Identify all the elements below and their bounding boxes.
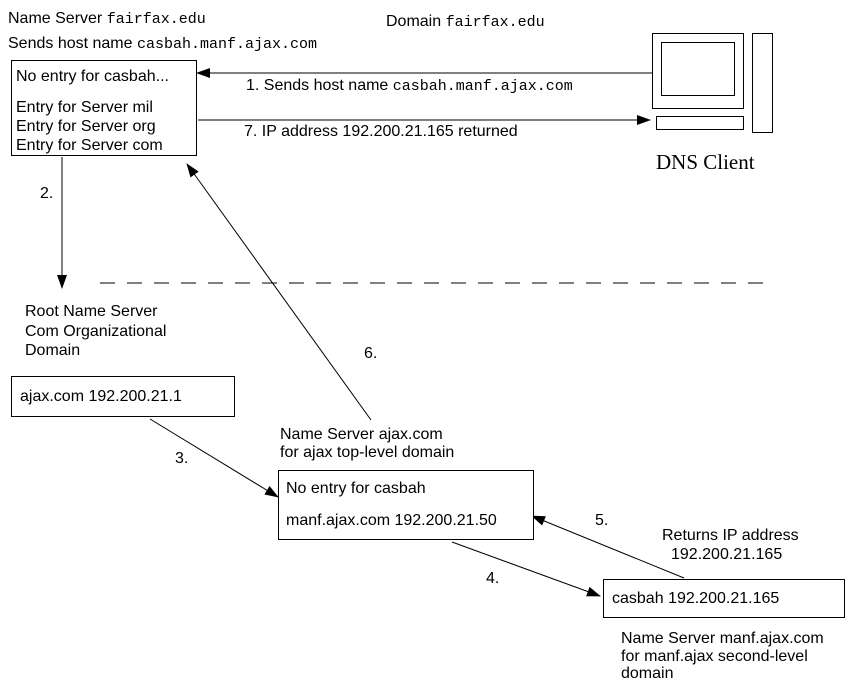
fairfax-server-box: No entry for casbah... Entry for Server … <box>11 60 197 156</box>
dns-client-label: DNS Client <box>656 150 755 174</box>
returns-line-1: Returns IP address <box>662 527 799 544</box>
domain-header-value: fairfax.edu <box>445 14 545 31</box>
step-2-label: 2. <box>40 185 54 202</box>
fairfax-box-line-3: Entry for Server org <box>16 118 156 135</box>
fairfax-server-prefix: Name Server <box>8 10 103 27</box>
root-server-line-1: Root Name Server <box>25 303 158 320</box>
step-3-label: 3. <box>175 450 189 467</box>
ajax-server-line-1: Name Server ajax.com <box>280 426 443 443</box>
sends-host-prefix: Sends host name <box>8 35 133 52</box>
step-5-label: 5. <box>595 512 609 529</box>
fairfax-box-line-2: Entry for Server mil <box>16 99 153 116</box>
domain-header-prefix: Domain <box>386 13 442 30</box>
fairfax-server-domain: fairfax.edu <box>106 11 206 28</box>
fairfax-box-line-4: Entry for Server com <box>16 137 163 154</box>
returns-line-2: 192.200.21.165 <box>671 546 783 563</box>
step-7-label: 7. IP address 192.200.21.165 returned <box>244 123 518 140</box>
step-1-label: 1. Sends host name casbah.manf.ajax.com <box>246 76 573 96</box>
casbah-box-text: casbah 192.200.21.165 <box>612 590 780 607</box>
computer-icon <box>652 33 773 133</box>
fairfax-server-title: Name Server fairfax.edu <box>8 9 206 29</box>
root-server-box: ajax.com 192.200.21.1 <box>11 376 235 417</box>
ajax-box-line-2: manf.ajax.com 192.200.21.50 <box>286 512 497 529</box>
ajax-server-line-2: for ajax top-level domain <box>280 444 455 461</box>
step-4-label: 4. <box>486 570 500 587</box>
sends-host-value: casbah.manf.ajax.com <box>136 36 318 53</box>
root-box-text: ajax.com 192.200.21.1 <box>20 388 182 405</box>
root-server-line-2: Com Organizational <box>25 323 167 340</box>
arrow-step-6 <box>186 163 372 421</box>
step-1-host: casbah.manf.ajax.com <box>392 78 573 95</box>
arrow-step-3 <box>149 418 279 498</box>
fairfax-box-line-1: No entry for casbah... <box>16 68 169 85</box>
casbah-box: casbah 192.200.21.165 <box>603 579 845 618</box>
manf-server-line-3: domain <box>621 665 674 682</box>
step-1-prefix: 1. Sends host name <box>246 77 389 94</box>
domain-header: Domain fairfax.edu <box>386 12 545 32</box>
root-server-line-3: Domain <box>25 342 81 359</box>
manf-server-line-1: Name Server manf.ajax.com <box>621 630 824 647</box>
sends-host-label: Sends host name casbah.manf.ajax.com <box>8 34 317 54</box>
ajax-box-line-1: No entry for casbah <box>286 480 426 497</box>
arrow-step-5 <box>531 515 685 579</box>
ajax-server-box: No entry for casbah manf.ajax.com 192.20… <box>278 470 534 540</box>
manf-server-line-2: for manf.ajax second-level <box>621 648 808 665</box>
step-6-label: 6. <box>364 345 378 362</box>
arrow-step-4 <box>451 541 601 597</box>
